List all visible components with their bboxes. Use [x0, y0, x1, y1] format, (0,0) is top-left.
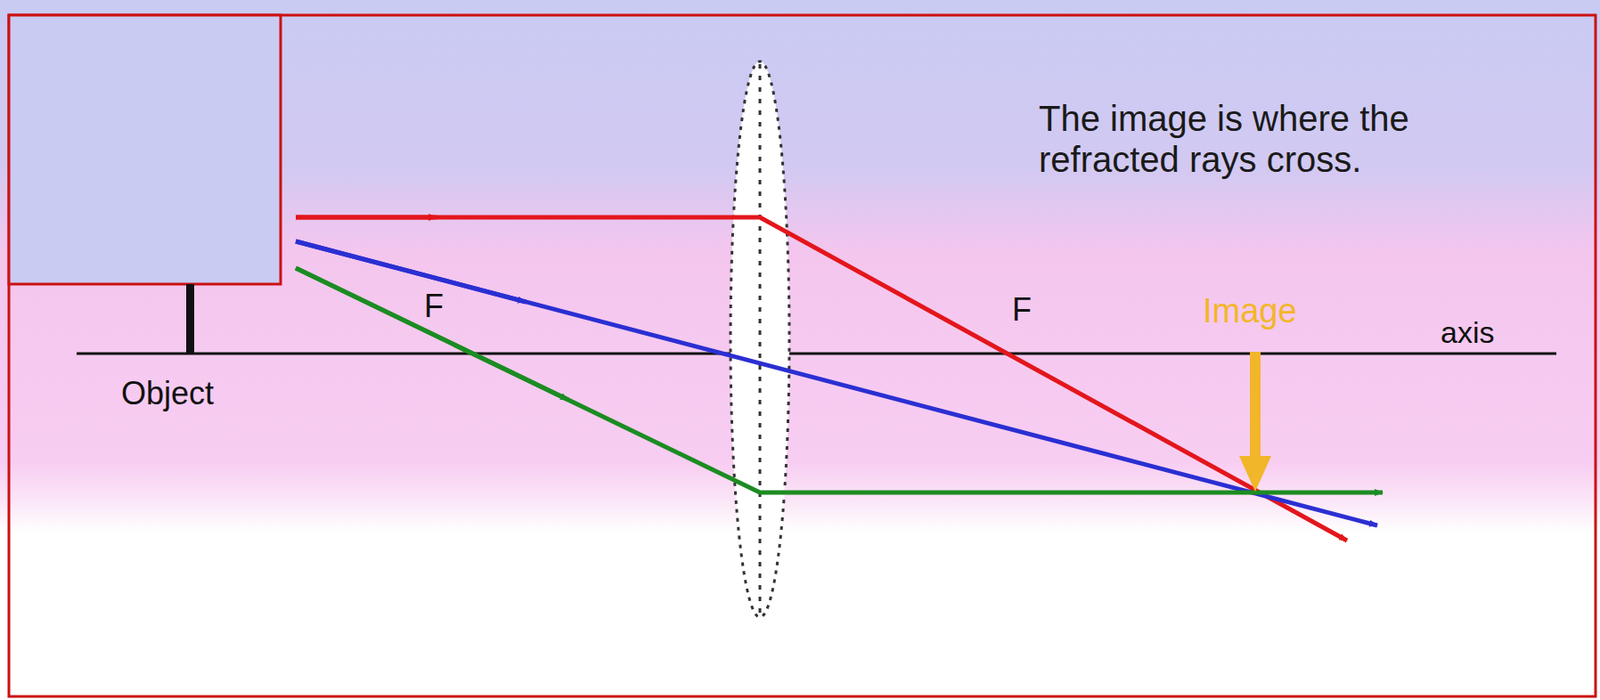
ray-direction-arrow — [295, 215, 437, 221]
central-ray — [295, 241, 1378, 526]
ray-direction-arrow — [295, 241, 526, 303]
convex-lens — [730, 61, 790, 618]
object-label: Object — [121, 377, 214, 410]
ray-direction-arrow — [295, 268, 569, 400]
note-text: The image is where the refracted rays cr… — [1038, 97, 1467, 180]
axis-label: axis — [1440, 317, 1494, 348]
image-label: Image — [1202, 293, 1298, 328]
frame — [8, 15, 1596, 697]
image-arrow — [1249, 351, 1261, 464]
object-stem — [186, 284, 195, 354]
lens-centre-line — [759, 64, 762, 615]
optical-axis — [76, 352, 1557, 356]
focal-point-label: F — [1012, 293, 1032, 327]
focal-point-label: F — [424, 290, 444, 323]
object-panel — [8, 15, 281, 285]
focal-ray — [295, 268, 1383, 493]
image-arrow-head — [1239, 456, 1272, 492]
